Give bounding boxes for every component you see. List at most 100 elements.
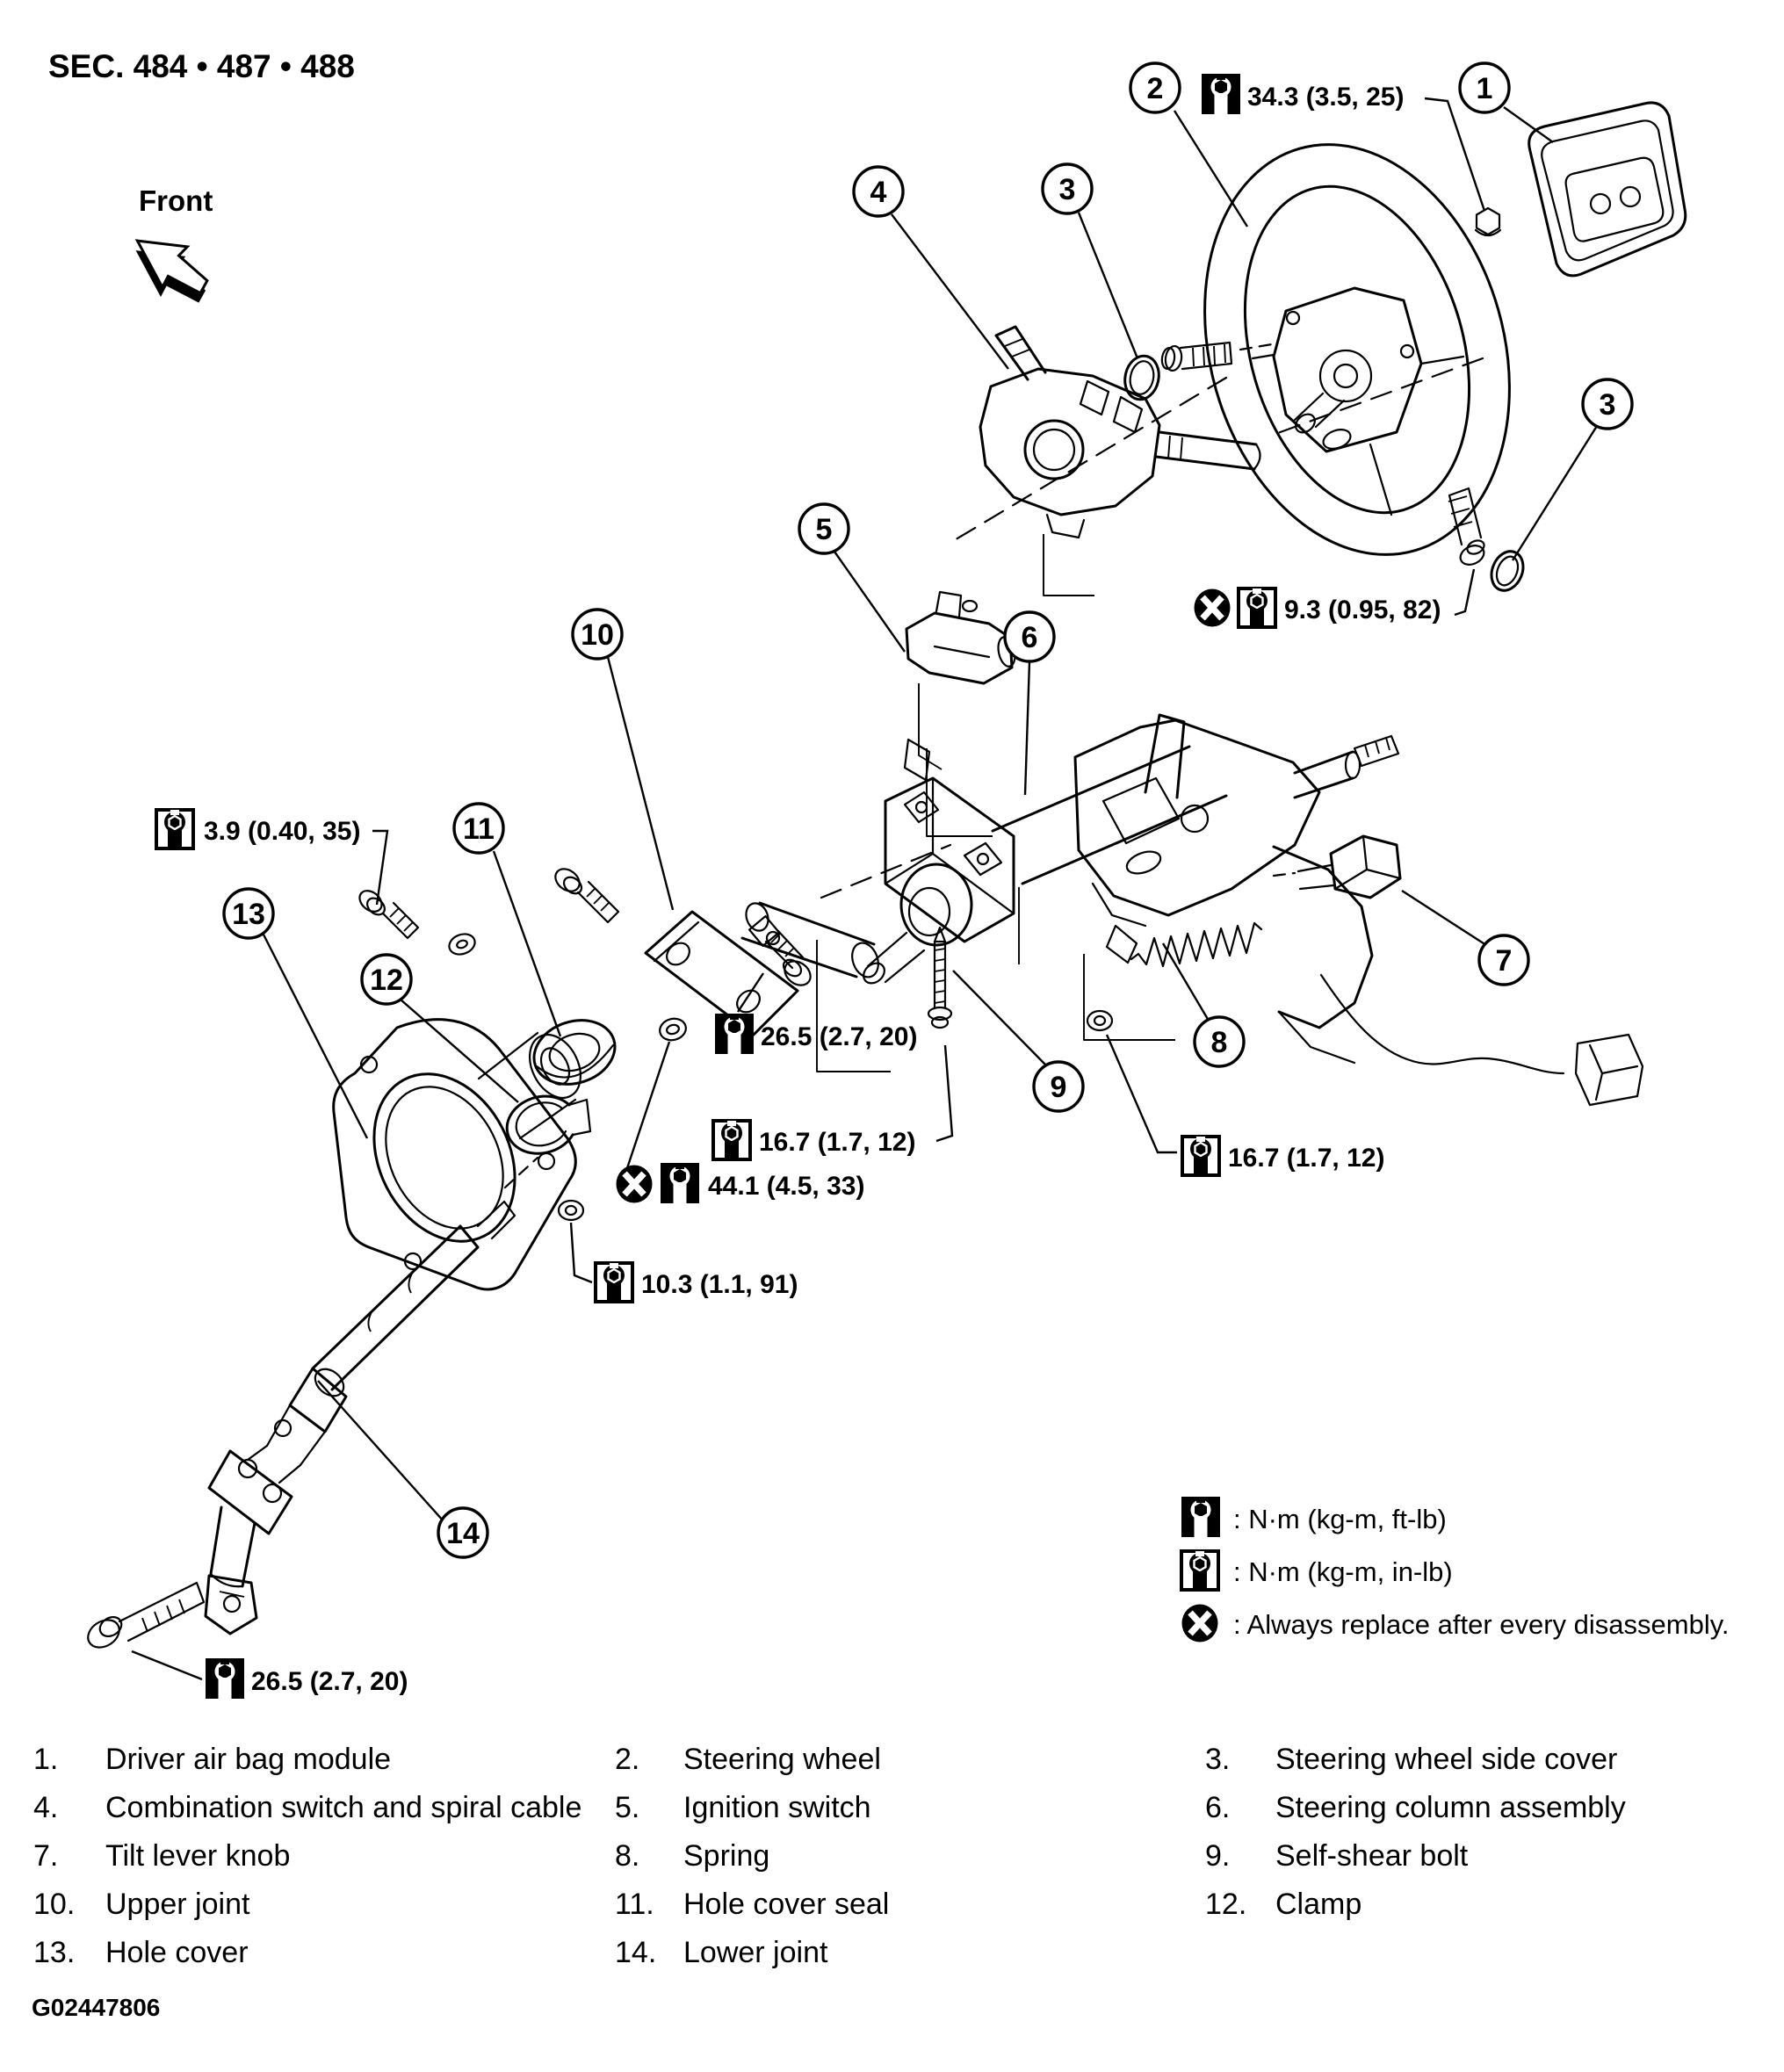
torque-callout-167-mid: 16.7 (1.7, 12) — [711, 1119, 915, 1161]
part-item-name: Clamp — [1275, 1888, 1361, 1921]
part-item-number: 8. — [615, 1839, 639, 1873]
torque-103-value: 10.3 (1.1, 91) — [641, 1270, 798, 1299]
balloon-8-number: 8 — [1211, 1026, 1228, 1059]
parts-list: 1. Driver air bag module 4. Combination … — [33, 1743, 1626, 1969]
ignition-switch-drawing — [903, 590, 1016, 782]
front-label: Front — [139, 184, 213, 217]
flanged-nut-drawing — [448, 933, 476, 956]
balloon-11: 11 — [452, 802, 505, 855]
torque-callout-441: 44.1 (4.5, 33) — [617, 1163, 864, 1203]
part-item-number: 11. — [615, 1888, 654, 1921]
torque-callout-167-right: 16.7 (1.7, 12) — [1181, 1135, 1384, 1177]
spring-drawing — [1130, 921, 1263, 968]
balloon-3-upper-number: 3 — [1059, 173, 1076, 206]
part-item-number: 9. — [1205, 1839, 1230, 1873]
torque-callout-39: 3.9 (0.40, 35) — [155, 808, 360, 850]
steering-column-assembly-drawing — [863, 713, 1644, 1107]
torque-callout-103: 10.3 (1.1, 91) — [594, 1261, 798, 1303]
figure-code: G02447806 — [32, 1994, 160, 2021]
torque-39-value: 3.9 (0.40, 35) — [204, 817, 360, 846]
part-item-number: 6. — [1205, 1791, 1230, 1824]
balloon-4-number: 4 — [870, 176, 887, 209]
balloon-7: 7 — [1477, 934, 1530, 986]
part-item-number: 10. — [33, 1888, 75, 1921]
front-indicator: Front — [134, 184, 213, 303]
self-shear-bolt-drawing — [927, 926, 953, 1029]
balloon-12: 12 — [360, 953, 413, 1006]
legend: : N·m (kg-m, ft-lb) : N·m (kg-m, in-lb) … — [1181, 1497, 1730, 1642]
legend-inlb-text: : N·m (kg-m, in-lb) — [1233, 1556, 1453, 1587]
steering-wheel-drawing — [1203, 143, 1511, 556]
part-item-name: Hole cover seal — [683, 1888, 889, 1921]
washer-44-drawing — [659, 1017, 687, 1042]
balloon-9: 9 — [1032, 1060, 1085, 1113]
part-item-number: 4. — [33, 1791, 58, 1824]
part-item-name: Self-shear bolt — [1275, 1839, 1469, 1873]
balloon-3-lower: 3 — [1581, 378, 1634, 430]
balloon-2: 2 — [1129, 61, 1181, 114]
balloon-4: 4 — [852, 165, 905, 218]
airbag-module-drawing — [1528, 101, 1687, 278]
part-item-name: Combination switch and spiral cable — [105, 1791, 581, 1824]
witness-lines — [816, 534, 1175, 1072]
part-item-name: Tilt lever knob — [105, 1839, 290, 1873]
balloon-8: 8 — [1193, 1015, 1246, 1068]
part-item-number: 2. — [615, 1743, 639, 1776]
part-item-name: Steering wheel — [683, 1743, 881, 1776]
torque-callout-93: 9.3 (0.95, 82) — [1195, 588, 1441, 627]
balloon-7-number: 7 — [1496, 944, 1513, 978]
exploded-axis-dashes — [503, 343, 1484, 1189]
torque-265-bottom-value: 26.5 (2.7, 20) — [251, 1667, 408, 1696]
part-item-name: Spring — [683, 1839, 769, 1873]
part-item-name: Driver air bag module — [105, 1743, 391, 1776]
lower-joint-drawing — [87, 1200, 516, 1649]
part-item-number: 7. — [33, 1839, 58, 1873]
torque-93-value: 9.3 (0.95, 82) — [1284, 596, 1441, 624]
balloon-13-number: 13 — [232, 898, 265, 931]
balloon-14-number: 14 — [446, 1517, 480, 1550]
side-cover-oring-lower-drawing — [1448, 487, 1525, 592]
balloon-2-number: 2 — [1147, 72, 1164, 105]
part-item-name: Ignition switch — [683, 1791, 871, 1824]
washer-167-drawing — [1086, 1009, 1114, 1032]
balloon-13: 13 — [222, 887, 275, 940]
part-item-name: Steering column assembly — [1275, 1791, 1626, 1824]
torque-441-value: 44.1 (4.5, 33) — [708, 1172, 864, 1201]
legend-replace-text: : Always replace after every disassembly… — [1233, 1609, 1730, 1640]
part-item-number: 1. — [33, 1743, 58, 1776]
balloon-3-lower-number: 3 — [1600, 388, 1616, 422]
balloon-3-upper: 3 — [1041, 162, 1094, 215]
tilt-lever-knob-drawing — [1296, 834, 1402, 899]
part-item-number: 13. — [33, 1936, 75, 1969]
legend-ftlb-text: : N·m (kg-m, ft-lb) — [1233, 1504, 1447, 1534]
torque-265-mid-value: 26.5 (2.7, 20) — [761, 1022, 917, 1051]
balloon-11-number: 11 — [463, 812, 495, 846]
combination-switch-drawing — [979, 325, 1261, 539]
part-item-name: Hole cover — [105, 1936, 249, 1969]
part-item-name: Upper joint — [105, 1888, 250, 1921]
torque-callout-265-bottom: 26.5 (2.7, 20) — [206, 1658, 408, 1699]
clamp-drawing — [505, 1094, 592, 1155]
steering-wheel-nut-drawing — [1474, 206, 1502, 237]
balloon-14: 14 — [437, 1506, 489, 1559]
balloon-5: 5 — [798, 502, 850, 555]
leader-lines — [131, 97, 1599, 1681]
torque-167-mid-value: 16.7 (1.7, 12) — [759, 1128, 915, 1157]
balloon-6: 6 — [1003, 610, 1056, 663]
part-item-number: 3. — [1205, 1743, 1230, 1776]
torque-callout-34: 34.3 (3.5, 25) — [1202, 74, 1404, 114]
balloon-6-number: 6 — [1022, 621, 1038, 654]
part-item-number: 14. — [615, 1936, 656, 1969]
balloon-10-number: 10 — [581, 618, 614, 652]
front-arrow-icon — [134, 239, 209, 303]
torque-167-right-value: 16.7 (1.7, 12) — [1228, 1144, 1384, 1173]
hole-cover-washer-drawing — [557, 1199, 585, 1222]
torque-34-value: 34.3 (3.5, 25) — [1247, 83, 1404, 112]
part-item-name: Steering wheel side cover — [1275, 1743, 1617, 1776]
balloon-5-number: 5 — [816, 513, 833, 546]
part-item-number: 5. — [615, 1791, 639, 1824]
balloon-10: 10 — [571, 608, 624, 661]
side-cover-oring-upper-drawing — [1123, 341, 1233, 401]
balloon-1: 1 — [1458, 61, 1511, 114]
